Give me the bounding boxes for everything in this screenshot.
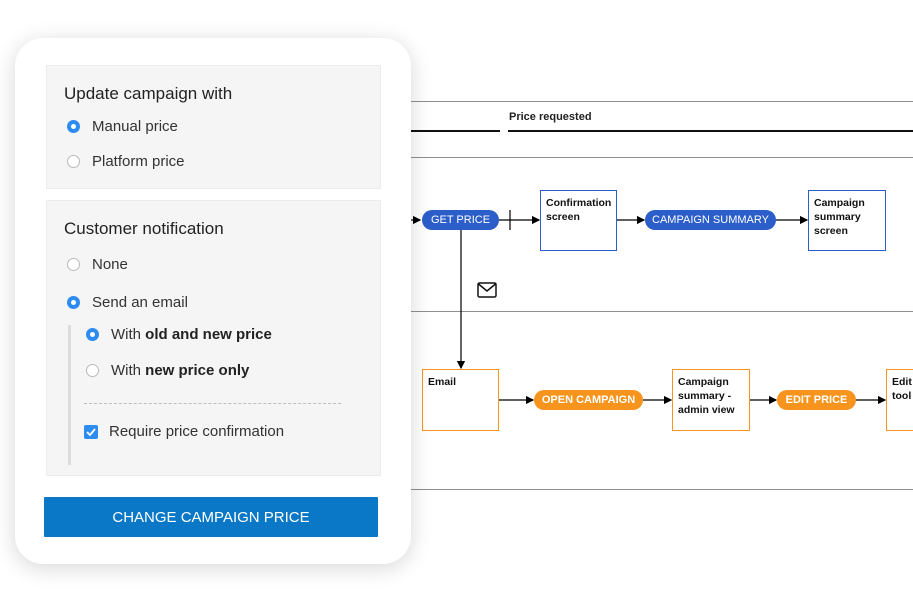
option-prefix: With bbox=[111, 362, 146, 379]
confirmation-screen-box: Confirmation screen bbox=[540, 190, 617, 251]
campaign-summary-step: CAMPAIGN SUMMARY bbox=[645, 210, 776, 230]
option-label: None bbox=[92, 256, 128, 273]
edit-tool-box: Edit tool bbox=[886, 369, 913, 431]
update-campaign-section: Update campaign with Manual price Platfo… bbox=[46, 65, 381, 189]
radio-checked-icon[interactable] bbox=[67, 296, 80, 309]
option-prefix: With bbox=[111, 326, 146, 343]
customer-notification-section: Customer notification None Send an email… bbox=[46, 200, 381, 476]
update-campaign-title: Update campaign with bbox=[64, 84, 233, 103]
change-campaign-price-button[interactable]: CHANGE CAMPAIGN PRICE bbox=[44, 497, 378, 537]
option-emphasis: new price only bbox=[145, 362, 250, 379]
lane-label-price-requested: Price requested bbox=[509, 111, 592, 123]
divider bbox=[84, 403, 341, 404]
option-manual-price[interactable]: Manual price bbox=[67, 118, 178, 135]
get-price-step: GET PRICE bbox=[422, 210, 499, 230]
open-campaign-step: OPEN CAMPAIGN bbox=[534, 390, 643, 410]
envelope-icon bbox=[477, 282, 497, 298]
radio-unchecked-icon[interactable] bbox=[67, 155, 80, 168]
lane-divider-bottom bbox=[408, 489, 913, 490]
campaign-summary-admin-box: Campaign summary - admin view bbox=[672, 369, 750, 431]
lane-header-line bbox=[408, 130, 500, 132]
customer-notification-title: Customer notification bbox=[64, 219, 224, 238]
option-label: With old and new price bbox=[111, 326, 272, 343]
option-label: Manual price bbox=[92, 118, 178, 135]
option-emphasis: old and new price bbox=[145, 326, 272, 343]
email-box: Email bbox=[422, 369, 499, 431]
option-new-price-only[interactable]: With new price only bbox=[86, 362, 249, 379]
option-old-and-new-price[interactable]: With old and new price bbox=[86, 326, 272, 343]
lane-header-line bbox=[508, 130, 913, 132]
radio-unchecked-icon[interactable] bbox=[67, 258, 80, 271]
option-label: Send an email bbox=[92, 294, 188, 311]
option-platform-price[interactable]: Platform price bbox=[67, 153, 185, 170]
lane-divider-top bbox=[408, 101, 913, 102]
radio-unchecked-icon[interactable] bbox=[86, 364, 99, 377]
option-label: Platform price bbox=[92, 153, 185, 170]
option-label: With new price only bbox=[111, 362, 249, 379]
campaign-summary-screen-box: Campaign summary screen bbox=[808, 190, 886, 251]
option-send-email[interactable]: Send an email bbox=[67, 294, 188, 311]
sub-options-indent-bar bbox=[68, 325, 71, 465]
radio-checked-icon[interactable] bbox=[86, 328, 99, 341]
lane-divider bbox=[408, 311, 913, 312]
checkbox-checked-icon[interactable] bbox=[84, 424, 98, 439]
option-label: Require price confirmation bbox=[109, 423, 285, 440]
campaign-price-panel: Update campaign with Manual price Platfo… bbox=[15, 38, 411, 564]
option-require-confirmation[interactable]: Require price confirmation bbox=[84, 423, 284, 440]
option-none[interactable]: None bbox=[67, 256, 128, 273]
radio-checked-icon[interactable] bbox=[67, 120, 80, 133]
lane-divider bbox=[408, 157, 913, 158]
edit-price-step: EDIT PRICE bbox=[777, 390, 856, 410]
